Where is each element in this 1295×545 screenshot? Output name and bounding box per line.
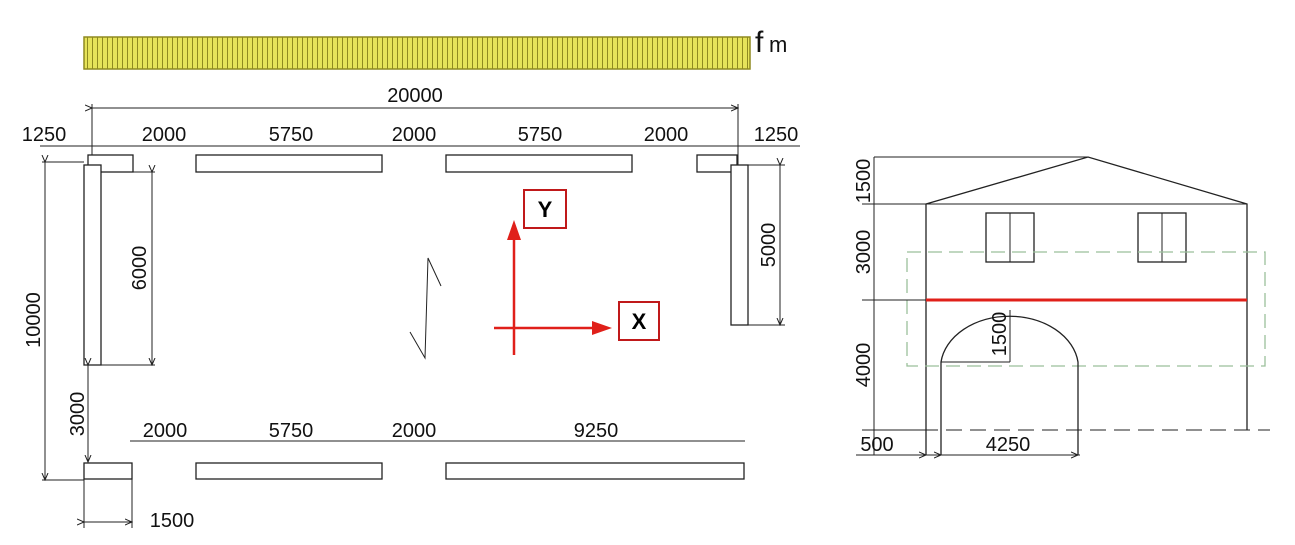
dim-bottom-2: 5750 xyxy=(269,420,314,442)
dim-top-5: 5750 xyxy=(518,124,563,146)
dim-bottom-4: 9250 xyxy=(574,420,619,442)
wall-top-right-corner xyxy=(696,154,738,173)
dim-top-6: 2000 xyxy=(644,124,689,146)
dim-height-upper: 3000 xyxy=(853,230,875,275)
dim-right-wall: 5000 xyxy=(758,223,780,268)
distributed-load: f m xyxy=(83,26,787,70)
dim-top-2: 2000 xyxy=(142,124,187,146)
wall-bottom-2 xyxy=(445,462,745,480)
dim-height-roof: 1500 xyxy=(853,159,875,204)
wall-top-2 xyxy=(445,154,633,173)
dim-top-3: 5750 xyxy=(269,124,314,146)
wall-bottom-1 xyxy=(195,462,383,480)
dim-left-wall: 6000 xyxy=(129,246,151,291)
dim-top-1: 1250 xyxy=(22,124,67,146)
dim-bottom-1: 2000 xyxy=(143,420,188,442)
dim-top-7: 1250 xyxy=(754,124,799,146)
load-subscript: m xyxy=(769,32,787,57)
dim-bottom-arch: 4250 xyxy=(986,434,1031,456)
floor-plan: 20000 1250 2000 5750 2000 5750 2000 1250… xyxy=(22,85,800,532)
dim-arch-radius: 1500 xyxy=(989,312,1011,357)
x-axis-label: X xyxy=(632,309,647,334)
dim-left-height: 10000 xyxy=(23,292,45,348)
wall-right xyxy=(730,164,749,326)
dim-height-lower: 4000 xyxy=(853,343,875,388)
dim-overall-width: 20000 xyxy=(387,85,443,107)
dim-top-4: 2000 xyxy=(392,124,437,146)
wall-left xyxy=(83,164,102,366)
dim-bottom-wall: 500 xyxy=(860,434,893,456)
dim-bottom-3: 2000 xyxy=(392,420,437,442)
elevation-view: 1500 1500 3000 4000 500 4250 xyxy=(853,156,1270,456)
wall-bottom-left-corner xyxy=(83,462,133,480)
coordinate-axes: Y X xyxy=(494,189,660,355)
y-axis-label: Y xyxy=(538,197,553,222)
section-break-mark xyxy=(409,257,442,360)
floor-band xyxy=(906,251,1266,367)
load-label: f xyxy=(755,26,764,59)
wall-top-1 xyxy=(195,154,383,173)
dim-left-opening: 3000 xyxy=(67,392,89,437)
dim-bottom-offset: 1500 xyxy=(150,510,195,532)
